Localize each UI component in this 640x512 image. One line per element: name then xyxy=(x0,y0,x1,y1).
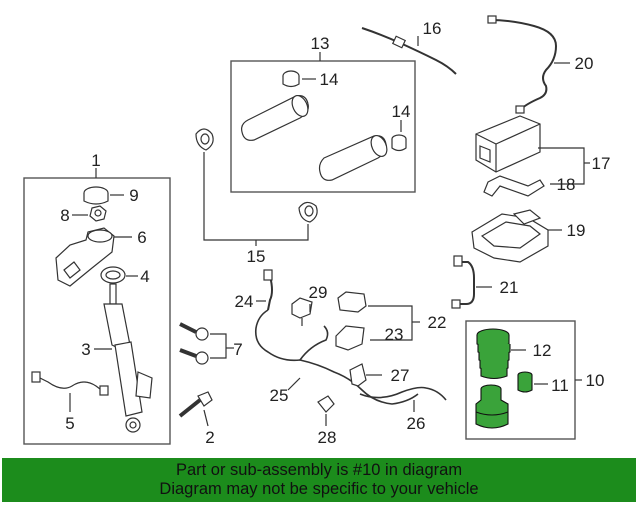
diagram-notice-banner: Part or sub-assembly is #10 in diagram D… xyxy=(2,458,636,502)
part-29-bracket[interactable] xyxy=(291,297,313,326)
callout-21: 21 xyxy=(500,278,519,297)
part-12-dust-boot[interactable] xyxy=(476,328,511,380)
callout-16: 16 xyxy=(423,19,442,38)
part-14-cap-upper[interactable] xyxy=(282,70,300,88)
callout-25: 25 xyxy=(270,386,289,405)
part-24-sensor[interactable] xyxy=(263,269,273,311)
callout-4: 4 xyxy=(140,267,149,286)
part-15-clip-right[interactable] xyxy=(298,201,318,223)
part-22-module[interactable] xyxy=(337,291,367,313)
callout-20: 20 xyxy=(575,54,594,73)
callout-11: 11 xyxy=(551,376,569,395)
part-16-hose[interactable] xyxy=(361,27,457,75)
callout-26: 26 xyxy=(407,414,426,433)
part-27-bracket[interactable] xyxy=(349,363,367,387)
callout-1: 1 xyxy=(91,151,100,170)
callout-27: 27 xyxy=(391,366,410,385)
callout-2: 2 xyxy=(205,428,214,447)
part-10-jounce-bumper[interactable] xyxy=(475,384,509,429)
callout-14-upper: 14 xyxy=(320,70,339,89)
part-13-canister-right[interactable] xyxy=(318,133,390,181)
part-15-clip-left[interactable] xyxy=(195,128,214,151)
callout-9: 9 xyxy=(129,186,138,205)
part-5-sensor-wire[interactable] xyxy=(31,371,109,396)
callout-7: 7 xyxy=(233,340,242,359)
part-25-wiring-harness[interactable] xyxy=(254,309,419,405)
part-19-tray[interactable] xyxy=(471,209,549,263)
callout-23: 23 xyxy=(385,325,404,344)
part-14-cap-lower[interactable] xyxy=(391,134,407,152)
callout-18: 18 xyxy=(557,175,576,194)
part-17-compressor[interactable] xyxy=(475,115,541,173)
part-18-bracket[interactable] xyxy=(483,175,545,197)
part-9-mount-cap[interactable] xyxy=(83,186,109,205)
callout-8: 8 xyxy=(60,206,69,225)
notice-line-2: Diagram may not be specific to your vehi… xyxy=(159,480,479,498)
group-box-13 xyxy=(230,60,416,193)
callout-17: 17 xyxy=(592,154,611,173)
group-box-1 xyxy=(23,177,171,445)
part-13-canister-left[interactable] xyxy=(241,93,311,141)
part-28-clip[interactable] xyxy=(317,395,335,413)
callout-5: 5 xyxy=(65,414,74,433)
callout-28: 28 xyxy=(318,428,337,447)
part-23-bracket[interactable] xyxy=(335,325,365,351)
part-26-harness[interactable] xyxy=(359,386,447,401)
callout-10: 10 xyxy=(586,371,605,390)
part-21-sensor[interactable] xyxy=(451,255,475,309)
callout-22: 22 xyxy=(428,313,447,332)
part-11-bump-stop[interactable] xyxy=(517,371,533,393)
callout-3: 3 xyxy=(81,340,90,359)
callout-29: 29 xyxy=(309,283,328,302)
part-7-bolts[interactable] xyxy=(179,322,209,365)
notice-line-1: Part or sub-assembly is #10 in diagram xyxy=(175,461,463,479)
callout-14-lower: 14 xyxy=(392,102,411,121)
callout-13: 13 xyxy=(311,34,330,53)
callout-24: 24 xyxy=(235,292,254,311)
part-3-shock-absorber[interactable] xyxy=(103,283,153,433)
callout-19: 19 xyxy=(567,221,586,240)
part-6-upper-mount[interactable] xyxy=(55,227,115,287)
part-8-nut[interactable] xyxy=(89,205,107,222)
part-2-bolt[interactable] xyxy=(178,391,213,418)
callout-12: 12 xyxy=(533,341,552,360)
part-4-insulator[interactable] xyxy=(100,266,126,284)
callout-15: 15 xyxy=(247,247,266,266)
callout-6: 6 xyxy=(137,228,146,247)
part-20-air-line[interactable] xyxy=(487,15,558,114)
